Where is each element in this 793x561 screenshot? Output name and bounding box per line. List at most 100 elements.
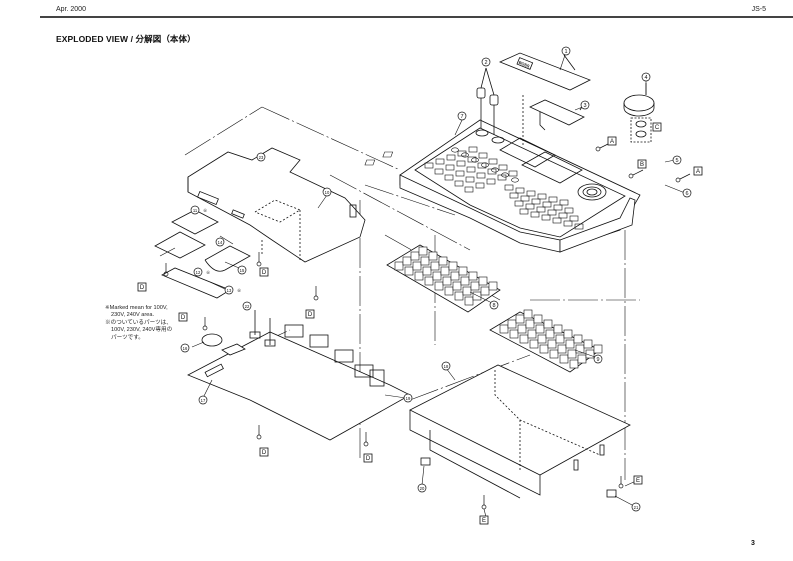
callout-circle <box>682 188 692 198</box>
case-button <box>541 214 551 221</box>
ref-letter: D <box>262 270 267 276</box>
bottom-cover <box>409 364 631 499</box>
key <box>488 281 498 291</box>
callout-circle <box>242 301 252 311</box>
key <box>444 286 454 296</box>
header-date: Apr. 2000 <box>56 6 86 13</box>
case-round-button <box>461 152 469 158</box>
callout-15: 15 <box>237 265 247 275</box>
header-rule <box>40 16 793 18</box>
key <box>414 271 424 281</box>
screw <box>202 317 208 331</box>
note-line: ※のついているパーツは、 <box>105 319 172 326</box>
callout-circle <box>190 205 200 215</box>
callout-5: 5 <box>672 155 682 165</box>
button-grid <box>364 151 394 166</box>
case-button <box>465 176 475 183</box>
callout-number: 12 <box>196 270 201 275</box>
case-button <box>547 209 557 216</box>
screw-ref-D: D <box>259 267 269 277</box>
callout-number: 2 <box>484 60 487 66</box>
case-button <box>569 215 579 222</box>
callout-number: 14 <box>218 240 223 245</box>
case-button <box>497 174 507 181</box>
ref-box <box>652 122 662 132</box>
case-button <box>552 217 562 224</box>
case-button <box>456 160 466 167</box>
connector <box>231 209 245 219</box>
callout-number: 19 <box>406 396 411 401</box>
battery <box>201 333 223 347</box>
case-button <box>445 164 455 171</box>
note-line: ※Marked mean for 100V, <box>105 305 168 311</box>
key <box>470 281 480 291</box>
upper-pcb <box>187 147 366 263</box>
key <box>404 266 414 276</box>
callout-number: 22 <box>245 304 250 309</box>
ref-letter: C <box>655 125 660 131</box>
callout-7: 7 <box>457 111 467 121</box>
display-window-part <box>529 99 585 131</box>
asterisk-mark: ※ <box>206 270 210 276</box>
callout-number: 13 <box>227 288 232 293</box>
case-button <box>563 220 573 227</box>
case-button <box>531 198 541 205</box>
ref-letter: D <box>366 456 371 462</box>
key <box>422 266 432 276</box>
ref-box <box>637 159 647 169</box>
key <box>428 251 438 261</box>
flat-cables <box>154 209 251 299</box>
key <box>430 261 440 271</box>
key <box>424 276 434 286</box>
callout-circle <box>593 354 603 364</box>
ref-letter: A <box>696 169 700 175</box>
case-button <box>454 180 464 187</box>
brand-mark: BOSS <box>518 60 531 69</box>
callout-number: 4 <box>644 75 647 81</box>
case-button <box>444 174 454 181</box>
jack <box>369 369 385 387</box>
case-button <box>504 184 514 191</box>
key <box>593 344 603 354</box>
callout-circle <box>441 361 451 371</box>
callout-21: 21 <box>631 502 641 512</box>
knob-cap <box>476 87 486 99</box>
ref-letter: D <box>262 450 267 456</box>
case-button <box>553 204 563 211</box>
case-button <box>498 164 508 171</box>
case-button <box>435 158 445 165</box>
callout-circle <box>631 502 641 512</box>
case-button <box>558 212 568 219</box>
case-button <box>478 152 488 159</box>
callout-number: 15 <box>240 268 245 273</box>
callout-number: 7 <box>460 114 463 120</box>
ref-box <box>259 267 269 277</box>
case-button <box>475 182 485 189</box>
callout-number: 16 <box>183 346 188 351</box>
ref-box <box>363 453 373 463</box>
key <box>480 286 490 296</box>
jog-dial <box>577 183 607 201</box>
case-button <box>434 168 444 175</box>
case-round-button <box>481 162 489 168</box>
key <box>420 256 430 266</box>
key <box>583 339 593 349</box>
case-button <box>446 154 456 161</box>
screw-ref-D: D <box>363 453 373 463</box>
key <box>412 261 422 271</box>
guide-line <box>409 354 531 401</box>
main-pcb <box>187 310 411 441</box>
callout-circle <box>457 111 467 121</box>
key <box>559 354 569 364</box>
key <box>464 296 474 306</box>
page-number: 3 <box>751 540 755 547</box>
callout-23: 23 <box>256 152 266 162</box>
display-window <box>499 137 556 168</box>
case-button <box>564 207 574 214</box>
ref-box <box>305 309 315 319</box>
case-buttons <box>424 146 584 230</box>
callout-14: 14 <box>215 237 225 247</box>
area-note: ※Marked mean for 100V, 230V, 240V area. … <box>105 305 172 342</box>
case-button <box>574 223 584 230</box>
ref-letter: A <box>610 139 614 145</box>
